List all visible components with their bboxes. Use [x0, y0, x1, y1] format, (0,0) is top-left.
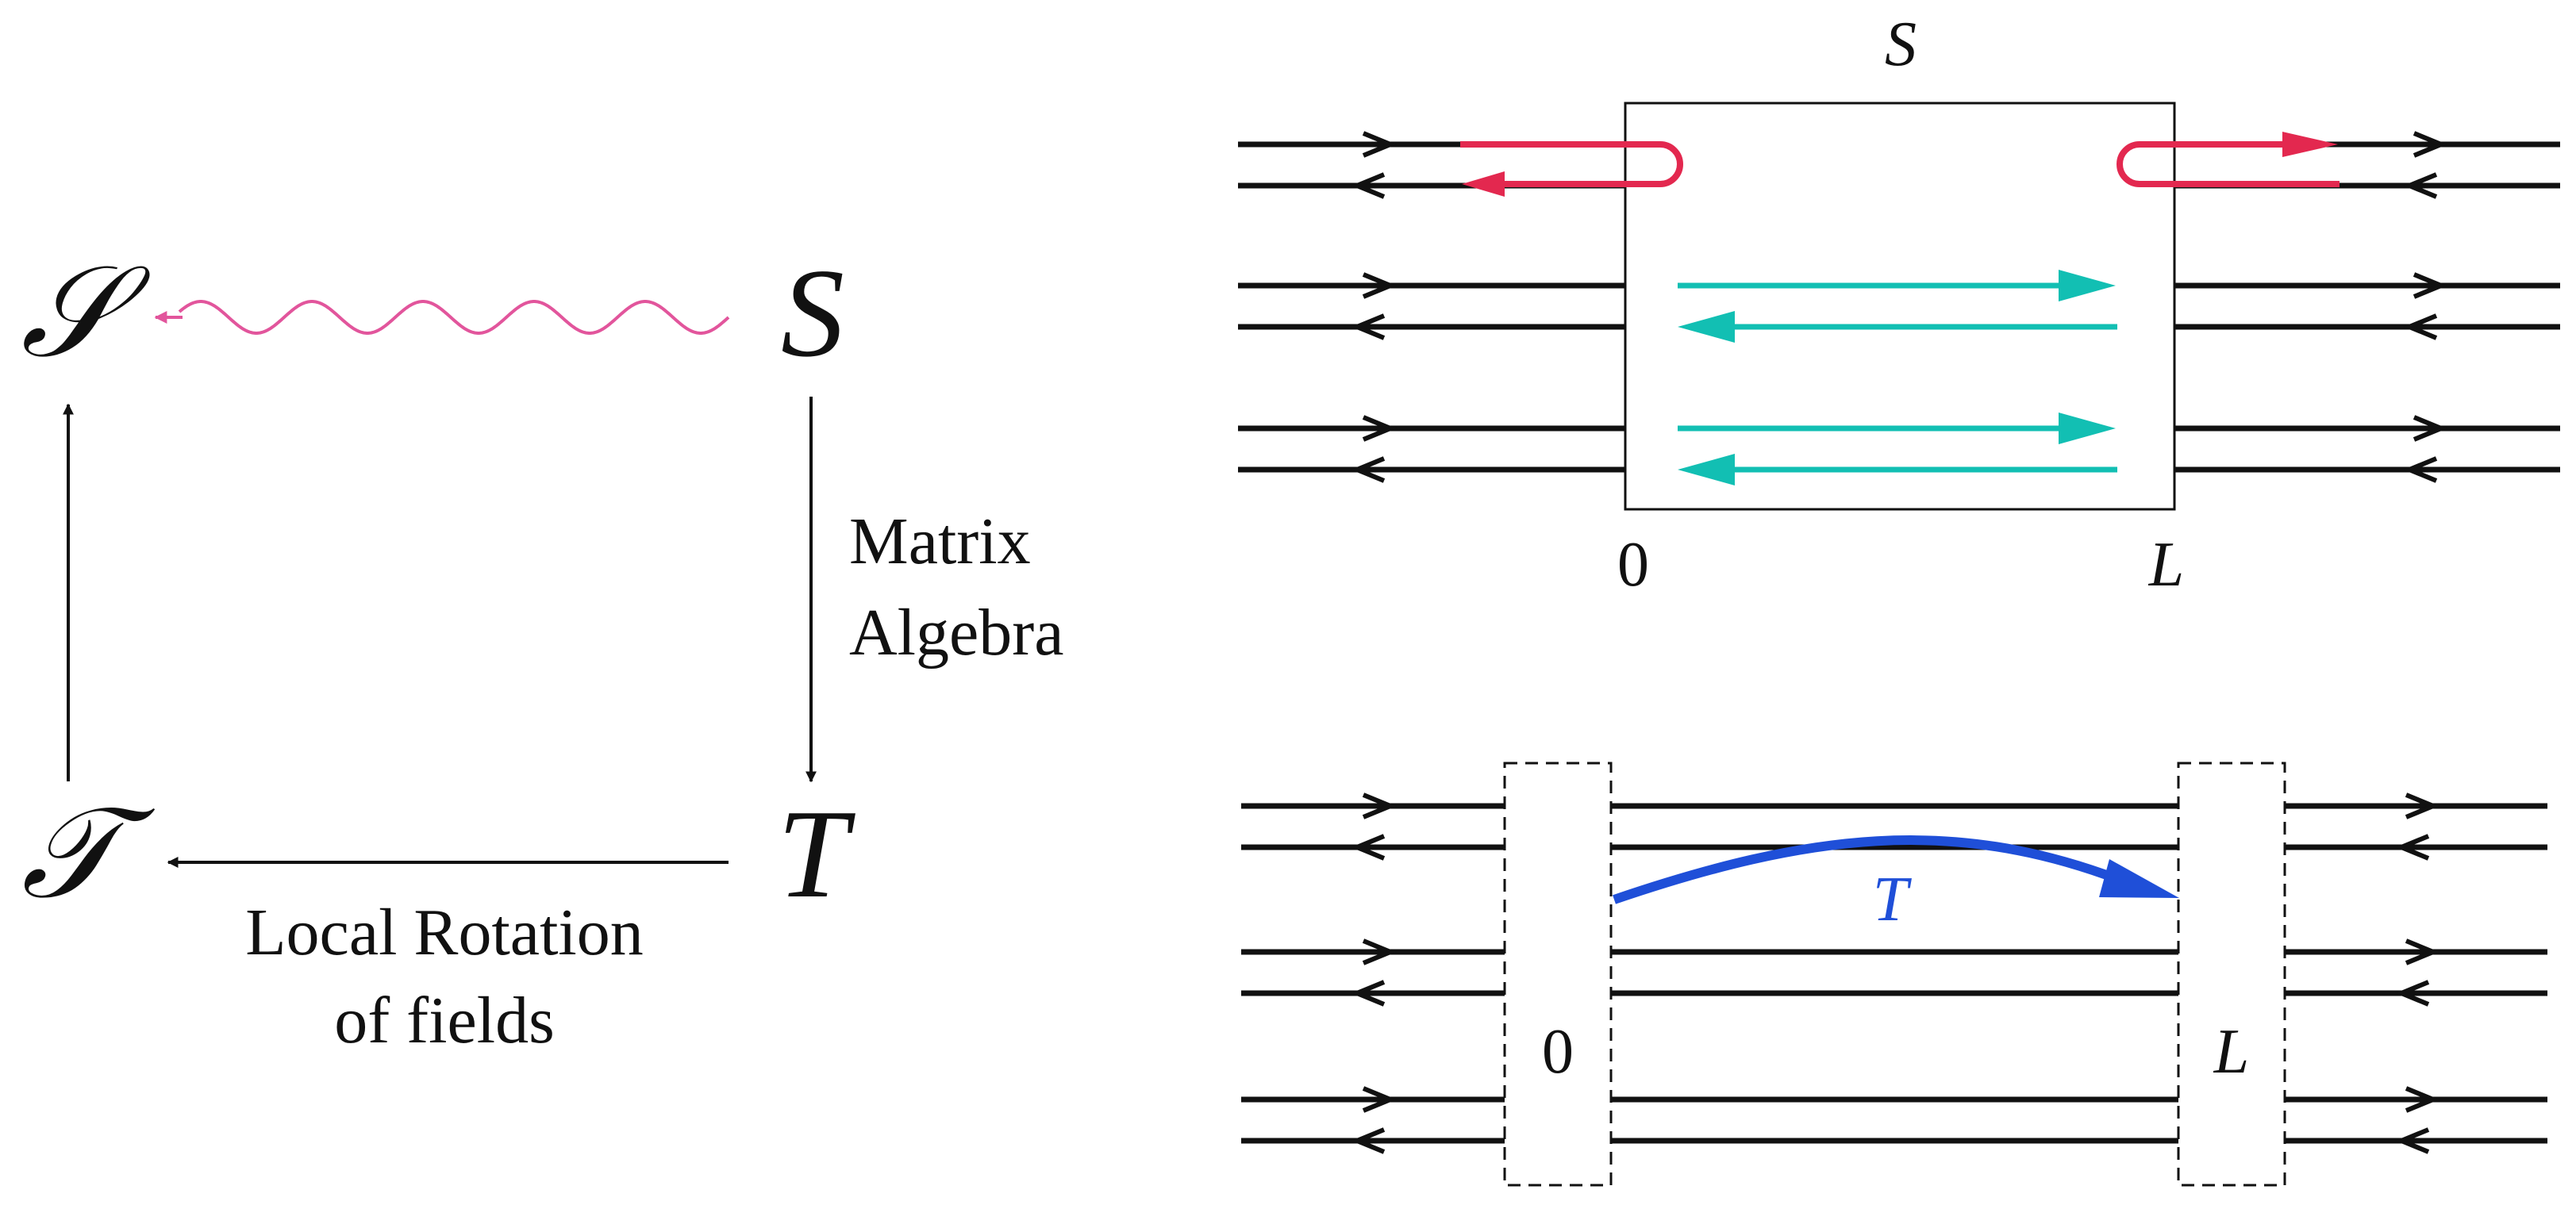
right-reflection-arrowhead: [2282, 132, 2338, 157]
chevron-left-icon: [1351, 172, 1386, 199]
plain-t-symbol: T: [778, 783, 856, 924]
transmission-arrowhead-left: [1678, 311, 1735, 343]
transfer-arrow-label: T: [1873, 865, 1913, 934]
t-right-label: L: [2213, 1017, 2250, 1087]
s-left-label: 0: [1617, 530, 1649, 600]
transmission-arrowhead-right: [2059, 270, 2116, 301]
chevron-left-icon: [2403, 456, 2438, 483]
right-reflection-loop: [2117, 141, 2340, 187]
plain-s-symbol: S: [781, 242, 844, 383]
chevron-right-icon: [1362, 272, 1397, 299]
chevron-left-icon: [1351, 313, 1386, 340]
chevron-left-icon: [1351, 456, 1386, 483]
s-matrix-diagram: S 0 L: [1238, 10, 2560, 600]
transfer-arrow: [1613, 835, 2120, 904]
left-dashed-box: [1503, 762, 1613, 1187]
right-dashed-box: [2177, 762, 2286, 1187]
chevron-right-icon: [2413, 415, 2447, 442]
chevron-right-icon: [2405, 938, 2440, 965]
chevron-left-icon: [2395, 1127, 2430, 1154]
transmission-arrowhead-right: [2059, 413, 2116, 444]
transmission-arrowhead-left: [1678, 454, 1735, 485]
chevron-right-icon: [1362, 1086, 1397, 1113]
local-rotation-label: Local Rotation: [245, 896, 644, 969]
chevron-left-icon: [2395, 980, 2430, 1007]
chevron-right-icon: [2413, 131, 2447, 158]
chevron-left-icon: [2395, 834, 2430, 861]
transfer-matrix-diagram: 0 L T: [1241, 762, 2547, 1187]
of-fields-label: of fields: [334, 984, 555, 1057]
chevron-left-icon: [1351, 1127, 1386, 1154]
wavy-arrow: [178, 300, 730, 335]
chevron-right-icon: [1362, 792, 1397, 819]
chevron-right-icon: [2413, 272, 2447, 299]
s-box-label: S: [1885, 10, 1917, 79]
s-lead-lines: [1238, 131, 2560, 483]
s-right-label: L: [2148, 530, 2185, 600]
chevron-left-icon: [1351, 980, 1386, 1007]
transmission-arrows: [1678, 270, 2117, 485]
chevron-right-icon: [1362, 938, 1397, 965]
chevron-right-icon: [2405, 792, 2440, 819]
s-matrix-box: [1624, 102, 2176, 511]
chevron-left-icon: [2403, 172, 2438, 199]
chevron-right-icon: [1362, 415, 1397, 442]
chevron-left-icon: [2403, 313, 2438, 340]
t-left-label: 0: [1542, 1017, 1574, 1087]
commutative-diagram: 𝒮 S 𝒯 T Matrix Algebra Local Rotation of…: [21, 242, 1063, 1057]
algebra-label: Algebra: [849, 596, 1064, 670]
chevron-right-icon: [2405, 1086, 2440, 1113]
script-s-symbol: 𝒮: [21, 242, 151, 383]
t-lead-lines: [1241, 792, 2547, 1154]
left-reflection-arrowhead: [1462, 171, 1505, 197]
chevron-left-icon: [1351, 834, 1386, 861]
matrix-label: Matrix: [849, 505, 1031, 578]
transfer-arrowhead: [2099, 859, 2179, 898]
script-t-symbol: 𝒯: [21, 783, 156, 924]
chevron-right-icon: [1362, 131, 1397, 158]
left-reflection-loop: [1460, 141, 1683, 187]
